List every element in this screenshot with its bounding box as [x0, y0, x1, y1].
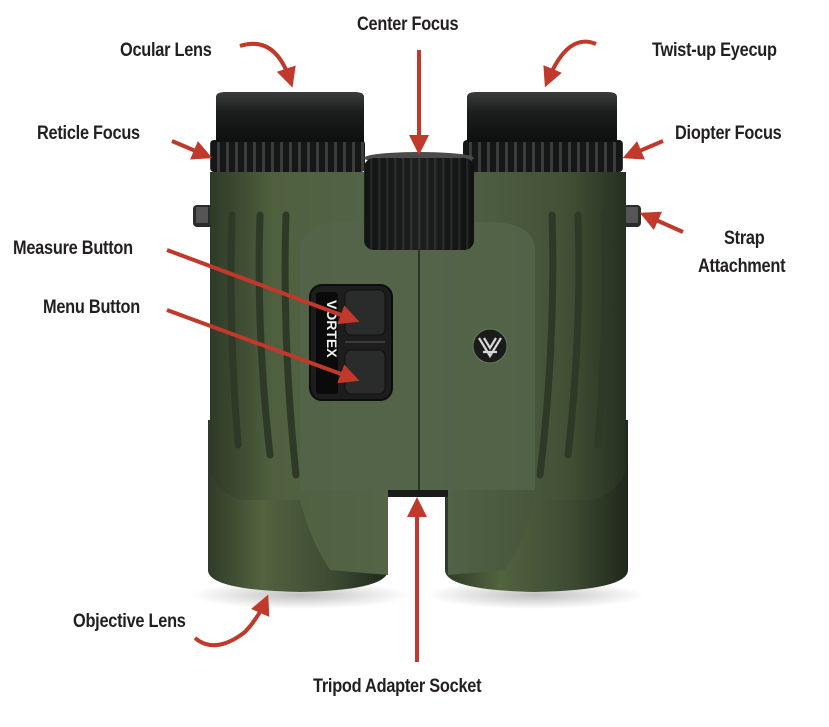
diopter-focus-ring: [463, 140, 623, 172]
arrow-objective-lens: [193, 594, 270, 648]
label-twist-up-eyecup: Twist-up Eyecup: [652, 40, 777, 61]
label-strap-line2: Attachment: [698, 256, 786, 277]
arrow-reticle-focus: [171, 139, 213, 160]
label-menu-button: Menu Button: [43, 297, 140, 318]
reticle-focus-ring: [210, 140, 365, 172]
arrow-measure-button: [166, 248, 360, 325]
center-focus-knob[interactable]: [364, 152, 474, 250]
label-ocular-lens: Ocular Lens: [120, 40, 212, 61]
label-measure-button: Measure Button: [13, 238, 133, 259]
label-objective-lens: Objective Lens: [73, 611, 186, 632]
arrow-menu-button: [166, 308, 360, 384]
arrow-strap-attachment: [639, 211, 684, 234]
label-diopter-focus: Diopter Focus: [675, 123, 782, 144]
ocular-lens-right: [463, 92, 623, 172]
label-tripod-adapter-socket: Tripod Adapter Socket: [313, 676, 482, 697]
menu-button[interactable]: [344, 349, 386, 395]
ocular-lens-left: [210, 92, 365, 172]
label-center-focus: Center Focus: [357, 14, 459, 35]
measure-button[interactable]: [344, 289, 386, 336]
arrow-diopter-focus: [622, 139, 664, 160]
vortex-logo-badge: [472, 328, 508, 364]
binocular-body: [210, 172, 626, 575]
label-strap-line1: Strap: [724, 228, 765, 249]
arrow-twist-up-eyecup: [543, 39, 597, 88]
callout-arrows: [166, 39, 684, 662]
label-reticle-focus: Reticle Focus: [37, 123, 140, 144]
arrow-ocular-lens: [239, 41, 296, 88]
